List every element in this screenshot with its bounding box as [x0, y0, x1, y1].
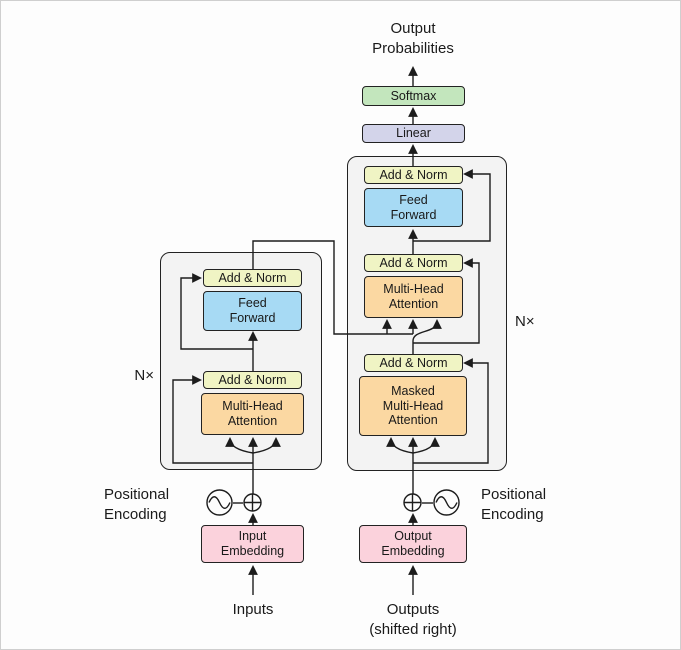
output-embedding-box: Output Embedding: [359, 525, 467, 563]
plus-circle-icon: [403, 493, 422, 517]
outputs-label: Outputs (shifted right): [369, 601, 457, 639]
inputs-label: Inputs: [232, 601, 274, 618]
encoder-multi-head-attention-box: Multi-Head Attention: [201, 393, 304, 435]
decoder-add-norm-top-box: Add & Norm: [364, 166, 463, 184]
decoder-add-norm-bottom-box: Add & Norm: [364, 354, 463, 372]
positional-encoding-label-left: Positional Encoding: [104, 486, 170, 524]
decoder-feed-forward-box: Feed Forward: [364, 188, 463, 227]
sine-wave-icon: [433, 489, 460, 521]
positional-encoding-label-right: Positional Encoding: [481, 486, 547, 524]
decoder-add-norm-middle-box: Add & Norm: [364, 254, 463, 272]
linear-box: Linear: [362, 124, 465, 143]
decoder-n-times-label: N×: [515, 313, 535, 330]
encoder-add-norm-top-box: Add & Norm: [203, 269, 302, 287]
output-probabilities-label: Output Probabilities: [372, 20, 454, 58]
masked-multi-head-attention-box: Masked Multi-Head Attention: [359, 376, 467, 436]
encoder-add-norm-bottom-box: Add & Norm: [203, 371, 302, 389]
input-embedding-box: Input Embedding: [201, 525, 304, 563]
encoder-n-times-label: N×: [134, 367, 154, 384]
plus-circle-icon: [243, 493, 262, 517]
encoder-feed-forward-box: Feed Forward: [203, 291, 302, 331]
softmax-box: Softmax: [362, 86, 465, 106]
sine-wave-icon: [206, 489, 233, 521]
decoder-multi-head-attention-box: Multi-Head Attention: [364, 276, 463, 318]
